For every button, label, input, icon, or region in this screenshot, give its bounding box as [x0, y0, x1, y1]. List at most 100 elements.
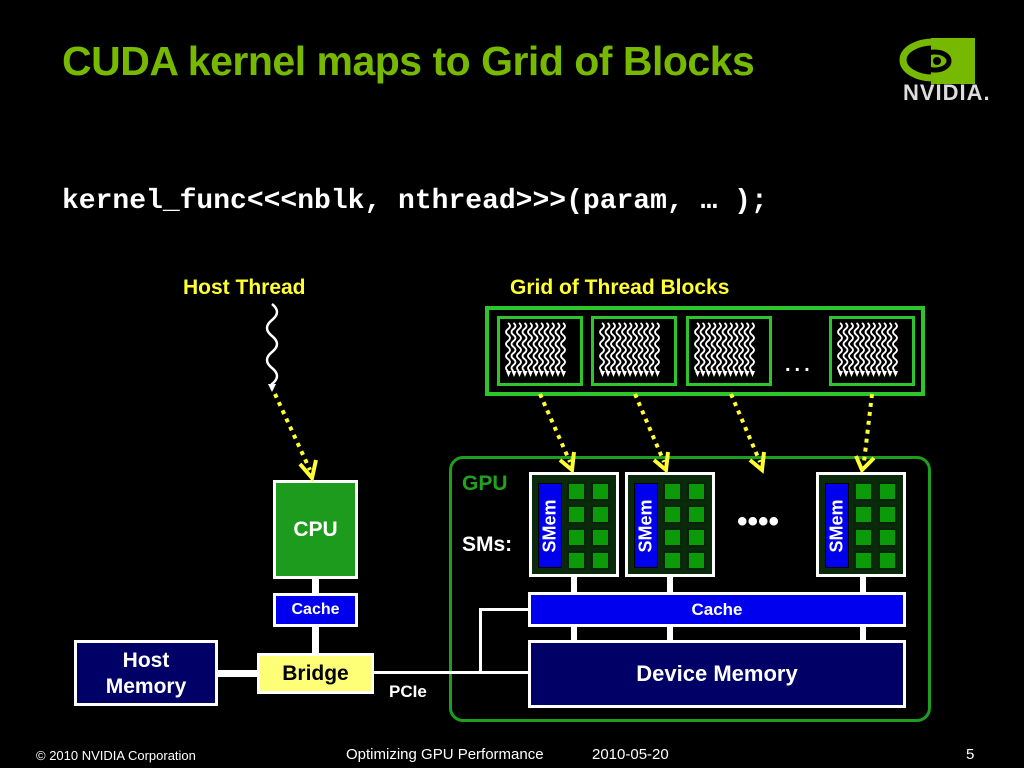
- sm-connector: [860, 577, 866, 592]
- thread-block: [829, 316, 915, 386]
- thread-icon: [554, 334, 561, 348]
- thread-icon: [527, 346, 533, 360]
- footer-copyright: © 2010 NVIDIA Corporation: [36, 748, 196, 763]
- host-memory-label-line: Host: [122, 649, 170, 672]
- thread-icon: [710, 358, 717, 372]
- thread-icon: [538, 346, 544, 360]
- host-to-cpu-arrow: [273, 393, 312, 471]
- thread-arrowhead-icon: [849, 371, 854, 377]
- footer-date: 2010-05-20: [592, 746, 669, 763]
- thread-icon: [694, 322, 700, 336]
- thread-arrowhead-icon: [638, 371, 644, 377]
- thread-icon: [599, 358, 605, 372]
- sm-core: [854, 551, 873, 570]
- block-to-sm-arrow: [862, 393, 874, 463]
- thread-icon: [875, 358, 882, 372]
- thread-icon: [875, 322, 882, 336]
- thread-icon: [848, 334, 854, 348]
- host-thread-squiggle-icon: [265, 303, 279, 390]
- sm-core: [854, 482, 873, 501]
- thread-icon: [637, 334, 644, 348]
- thread-icon: [621, 346, 627, 360]
- thread-arrowhead-icon: [750, 371, 755, 377]
- thread-icon: [554, 358, 561, 372]
- thread-icon: [527, 358, 533, 372]
- thread-icon: [505, 322, 511, 336]
- thread-icon: [727, 358, 733, 372]
- streaming-multiprocessor: SMem: [625, 472, 715, 577]
- cache-connector: [667, 627, 673, 640]
- thread-icon: [654, 346, 660, 360]
- thread-icon: [538, 322, 544, 336]
- thread-icon: [654, 334, 660, 348]
- cache-bridge-connector: [312, 627, 319, 653]
- thread-icon: [527, 334, 533, 348]
- sm-core: [878, 528, 897, 547]
- thread-icon: [853, 322, 860, 336]
- cache-connector: [571, 627, 577, 640]
- thread-icon: [648, 346, 655, 360]
- thread-icon: [864, 334, 871, 348]
- thread-icon: [549, 358, 555, 372]
- threads-icon: [505, 322, 566, 377]
- thread-arrowhead-icon: [655, 371, 660, 377]
- thread-icon: [848, 322, 854, 336]
- shared-memory: SMem: [634, 483, 658, 568]
- thread-arrowhead-icon: [843, 371, 849, 377]
- thread-arrowhead-icon: [871, 371, 876, 377]
- thread-icon: [554, 346, 561, 360]
- thread-icon: [626, 322, 633, 336]
- thread-icon: [516, 334, 522, 348]
- thread-icon: [643, 334, 649, 348]
- sm-core: [854, 505, 873, 524]
- thread-icon: [538, 334, 544, 348]
- thread-icon: [626, 346, 633, 360]
- thread-arrowhead-icon: [550, 371, 555, 377]
- thread-icon: [705, 346, 711, 360]
- sm-core: [878, 551, 897, 570]
- thread-icon: [837, 358, 843, 372]
- thread-icon: [699, 346, 706, 360]
- thread-icon: [705, 334, 711, 348]
- thread-icon: [637, 346, 644, 360]
- thread-icon: [521, 334, 528, 348]
- thread-icon: [694, 346, 700, 360]
- bridge-box: Bridge: [257, 653, 374, 694]
- cpu-cache-connector: [312, 579, 319, 593]
- threads-icon: [837, 322, 898, 377]
- memory-bridge-connector: [218, 670, 257, 677]
- thread-icon: [694, 358, 700, 372]
- thread-icon: [870, 346, 876, 360]
- thread-icon: [599, 334, 605, 348]
- thread-icon: [521, 322, 528, 336]
- thread-icon: [886, 322, 893, 336]
- thread-icon: [505, 358, 511, 372]
- thread-icon: [710, 346, 717, 360]
- footer-page-number: 5: [966, 746, 975, 763]
- thread-icon: [875, 334, 882, 348]
- shared-memory: SMem: [538, 483, 562, 568]
- thread-icon: [549, 322, 555, 336]
- thread-icon: [743, 334, 750, 348]
- thread-icon: [626, 358, 633, 372]
- thread-icon: [510, 358, 517, 372]
- thread-icon: [615, 358, 622, 372]
- thread-icon: [604, 322, 611, 336]
- sm-connector: [667, 577, 673, 592]
- pcie-branch-vertical: [479, 608, 482, 672]
- thread-arrowhead-icon: [533, 371, 539, 377]
- thread-block: [591, 316, 677, 386]
- thread-icon: [738, 322, 744, 336]
- thread-icon: [859, 358, 865, 372]
- thread-icon: [560, 346, 566, 360]
- sm-core: [854, 528, 873, 547]
- thread-icon: [632, 334, 638, 348]
- grid-label: Grid of Thread Blocks: [510, 276, 730, 299]
- thread-icon: [648, 358, 655, 372]
- sm-core: [591, 482, 610, 501]
- thread-icon: [749, 322, 755, 336]
- footer-presentation-title: Optimizing GPU Performance: [346, 746, 544, 763]
- thread-icon: [560, 322, 566, 336]
- thread-icon: [516, 346, 522, 360]
- thread-icon: [716, 346, 722, 360]
